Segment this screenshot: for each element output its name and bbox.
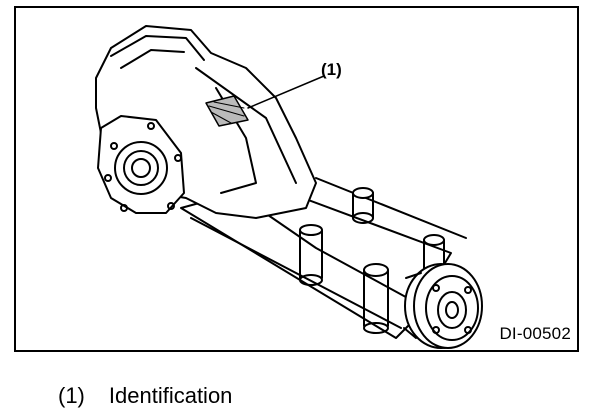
legend-label: Identification [108,383,233,408]
differential-base [180,192,427,339]
rear-differential-drawing [95,25,483,349]
callout-leader [247,75,325,109]
mount-post-3 [423,234,445,271]
figure-code: DI-00502 [499,324,571,343]
callout-label-1: (1) [321,60,342,79]
companion-flange [404,263,483,349]
legend: (1) Identification [58,383,232,409]
mount-post-1 [352,187,374,224]
figure-frame: (1) DI-00502 [14,6,579,352]
mount-post-4 [363,263,389,334]
mount-post-2 [299,224,323,286]
legend-number: (1) [58,383,85,408]
